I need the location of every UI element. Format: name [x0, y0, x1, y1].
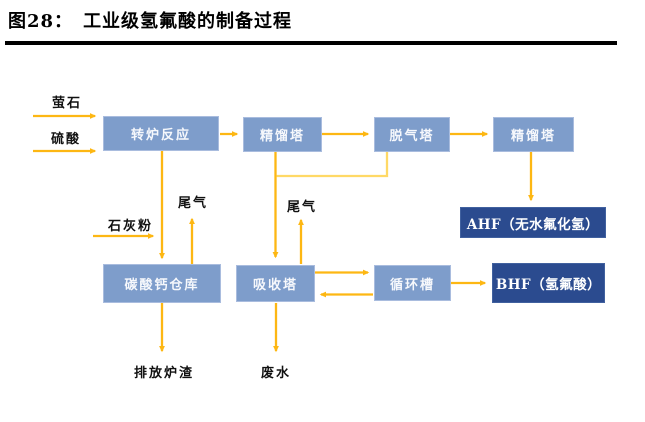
figure-title: 工业级氢氟酸的制备过程 — [83, 11, 293, 32]
figure-number: 图28： — [8, 11, 74, 32]
box-absorption-tower: 吸收塔 — [236, 265, 315, 302]
label-tail-gas-2: 尾气 — [287, 200, 318, 215]
label-wastewater: 废水 — [261, 366, 292, 381]
label-lime-powder: 石灰粉 — [108, 219, 154, 234]
box-circulation-tank: 循环槽 — [374, 265, 451, 301]
title-underline-rule — [5, 41, 617, 45]
connector-degassing-return — [276, 152, 389, 178]
label-slag-discharge: 排放炉渣 — [134, 366, 195, 381]
label-sulfuric-acid: 硫酸 — [51, 132, 82, 147]
label-fluorite: 萤石 — [52, 96, 83, 111]
box-bhf-product: BHF（氢氟酸） — [492, 263, 605, 303]
box-ahf-product: AHF（无水氟化氢） — [460, 207, 606, 238]
box-calcium-carbonate-warehouse: 碳酸钙仓库 — [103, 264, 221, 303]
box-degassing-tower: 脱气塔 — [374, 117, 450, 152]
box-converter-reaction: 转炉反应 — [103, 116, 219, 151]
label-tail-gas-1: 尾气 — [178, 196, 209, 211]
box-distillation-tower-2: 精馏塔 — [493, 117, 574, 152]
box-distillation-tower-1: 精馏塔 — [243, 117, 322, 152]
figure-title-row: 图28： 工业级氢氟酸的制备过程 — [8, 7, 292, 33]
